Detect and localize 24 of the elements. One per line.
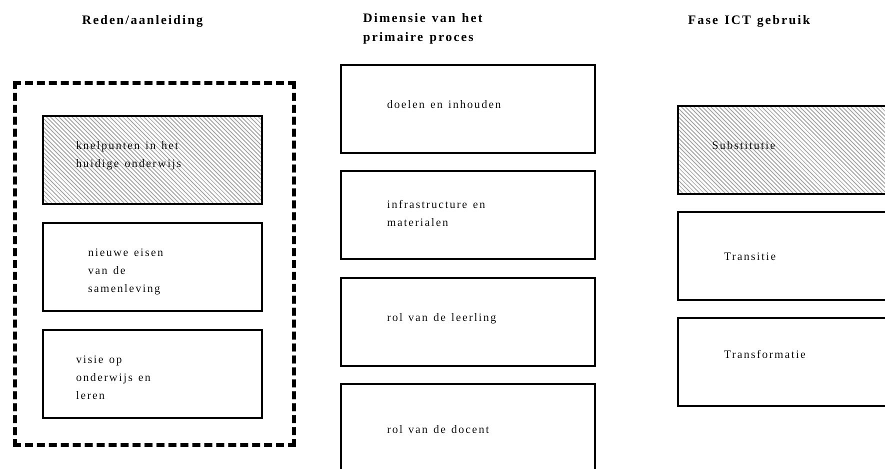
hatched-box (677, 105, 885, 195)
process-box (340, 170, 596, 260)
box-text: nieuwe eisen van de samenleving (88, 246, 166, 297)
column-heading: Dimensie van het primaire proces (363, 9, 485, 46)
process-box (677, 211, 885, 301)
box-text: infrastructure en materialen (387, 198, 488, 231)
column-heading: Fase ICT gebruik (688, 11, 813, 29)
box-text: Transformatie (724, 348, 808, 363)
process-box (340, 383, 596, 469)
process-box (677, 317, 885, 407)
dashed-group-frame (13, 81, 296, 447)
box-text: Substitutie (712, 139, 778, 154)
process-box (42, 329, 263, 419)
box-text: doelen en inhouden (387, 98, 504, 113)
box-text: rol van de leerling (387, 311, 499, 326)
hatched-box (42, 115, 263, 205)
box-text: rol van de docent (387, 423, 492, 438)
process-box (340, 277, 596, 367)
process-box (42, 222, 263, 312)
box-text: Transitie (724, 250, 778, 265)
box-text: knelpunten in het huidige onderwijs (76, 139, 184, 172)
process-box (340, 64, 596, 154)
box-text: visie op onderwijs en leren (76, 353, 153, 404)
column-heading: Reden/aanleiding (82, 11, 206, 29)
